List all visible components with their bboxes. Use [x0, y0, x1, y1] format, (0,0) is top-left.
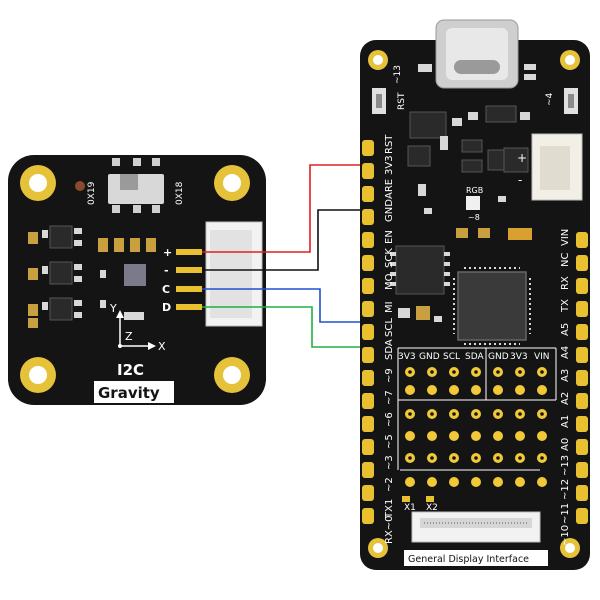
pin-c-label: C [162, 283, 170, 296]
pin-label-tx1: TX1 [384, 499, 395, 519]
right-pin-pads [576, 232, 588, 524]
rgb-8-label: ~8 [468, 213, 480, 222]
address-switch [108, 158, 164, 213]
label-x2: X2 [426, 503, 438, 513]
wire-vcc [202, 164, 372, 253]
sensor-mount-hole-bl [20, 357, 56, 393]
pin-label-rst: RST [384, 134, 395, 154]
header-label-3v3: 3V3 [398, 352, 416, 362]
pin-label-3v3: 3V3 [384, 155, 395, 175]
axis-z-label: Z [125, 330, 133, 343]
pin-label-vin: VIN [560, 229, 571, 246]
pin-label-tx: TX [560, 299, 571, 313]
wire-sda [202, 306, 372, 348]
display-interface-label: General Display Interface [408, 554, 529, 565]
proto-pad-grid [405, 367, 547, 487]
label-x1: X1 [404, 503, 416, 513]
pin-label-5: ~5 [384, 434, 395, 449]
left-pin-pads [362, 140, 374, 524]
gravity-connector [176, 221, 263, 327]
pin-minus-label: - [164, 264, 169, 277]
rgb-led: RGB ~8 [466, 186, 483, 222]
usb-c-port [435, 19, 519, 89]
pin-label-9: ~9 [384, 368, 395, 383]
axis-x-label: X [158, 340, 166, 353]
pin-label-sck: SCK [384, 248, 395, 268]
pin-label-gnd: GND [384, 199, 395, 222]
pin-label-a4: A4 [560, 346, 571, 359]
flash-chip [390, 245, 450, 295]
pin-label-mo: MO [384, 273, 395, 290]
sensor-board: 0X19 0X18 [8, 155, 266, 405]
wires [202, 164, 372, 348]
battery-connector: + - [517, 133, 583, 201]
left-pin-labels: 3V3 RST GND ARE SCK EN MI MO SCL SDA ~9 … [384, 134, 395, 544]
header-label-gnd-1: GND [419, 352, 440, 362]
pin-label-2: ~2 [384, 477, 395, 492]
svg-text:+: + [517, 151, 527, 165]
pin-label-7: ~7 [384, 390, 395, 405]
pin-label-a0: A0 [560, 438, 571, 451]
pin-label-rx0: RX~0 [384, 515, 395, 544]
pin-label-a3: A3 [560, 369, 571, 382]
pin-label-12: ~12 [560, 479, 571, 500]
btn-4 [564, 88, 578, 114]
axis-indicator: Y Z X [109, 302, 166, 353]
pin-label-scl: SCL [384, 318, 395, 337]
header-label-gnd-2: GND [488, 352, 509, 362]
wire-scl [202, 288, 372, 323]
pin-label-sda: SDA [384, 339, 395, 360]
display-connector [411, 511, 541, 543]
sensor-mount-hole-tl [20, 165, 56, 201]
axis-y-label: Y [109, 302, 117, 315]
label-rst-top: RST [397, 92, 407, 110]
pin-label-a5: A5 [560, 323, 571, 336]
header-row-labels: 3V3 GND SCL SDA GND 3V3 VIN [398, 352, 550, 362]
pin-label-mi: MI [384, 301, 395, 313]
i2c-label: I2C [117, 361, 144, 379]
label-0x18: 0X18 [175, 181, 185, 205]
right-pin-labels: VIN NC RX TX A5 A4 A3 A2 A1 A0 ~13 ~12 ~… [560, 229, 571, 546]
rst-button [372, 88, 386, 114]
pin-label-are: ARE [384, 179, 395, 199]
sensor-mount-hole-tr [214, 165, 250, 201]
pin-d-label: D [162, 301, 171, 314]
pin-plus-label: + [163, 246, 172, 259]
svg-text:-: - [518, 173, 522, 187]
header-label-vin: VIN [534, 352, 550, 362]
header-label-scl: SCL [443, 352, 460, 362]
pin-label-3: ~3 [384, 455, 395, 470]
pin-label-a1: A1 [560, 415, 571, 428]
mcu-chip [453, 267, 531, 345]
pin-label-10: ~10 [560, 525, 571, 546]
pin-label-en: EN [384, 230, 395, 244]
pin-label-rx: RX [560, 276, 571, 290]
pin-label-11: ~11 [560, 503, 571, 524]
label-13-top: ~13 [393, 65, 403, 84]
gravity-label: Gravity [98, 384, 160, 402]
pin-label-a2: A2 [560, 392, 571, 405]
label-0x19: 0X19 [87, 181, 97, 205]
pin-label-6: ~6 [384, 412, 395, 427]
pin-label-13: ~13 [560, 455, 571, 476]
sensor-mount-hole-br [214, 357, 250, 393]
header-label-sda: SDA [465, 352, 484, 362]
header-label-3v3-2: 3V3 [510, 352, 528, 362]
sensor-components [28, 225, 156, 328]
wire-gnd [202, 209, 372, 271]
rgb-label: RGB [466, 186, 483, 195]
pin-label-nc: NC [560, 253, 571, 267]
label-4-top: ~4 [545, 92, 555, 106]
main-board: ~13 RST ~4 + - RGB ~8 [360, 19, 590, 570]
